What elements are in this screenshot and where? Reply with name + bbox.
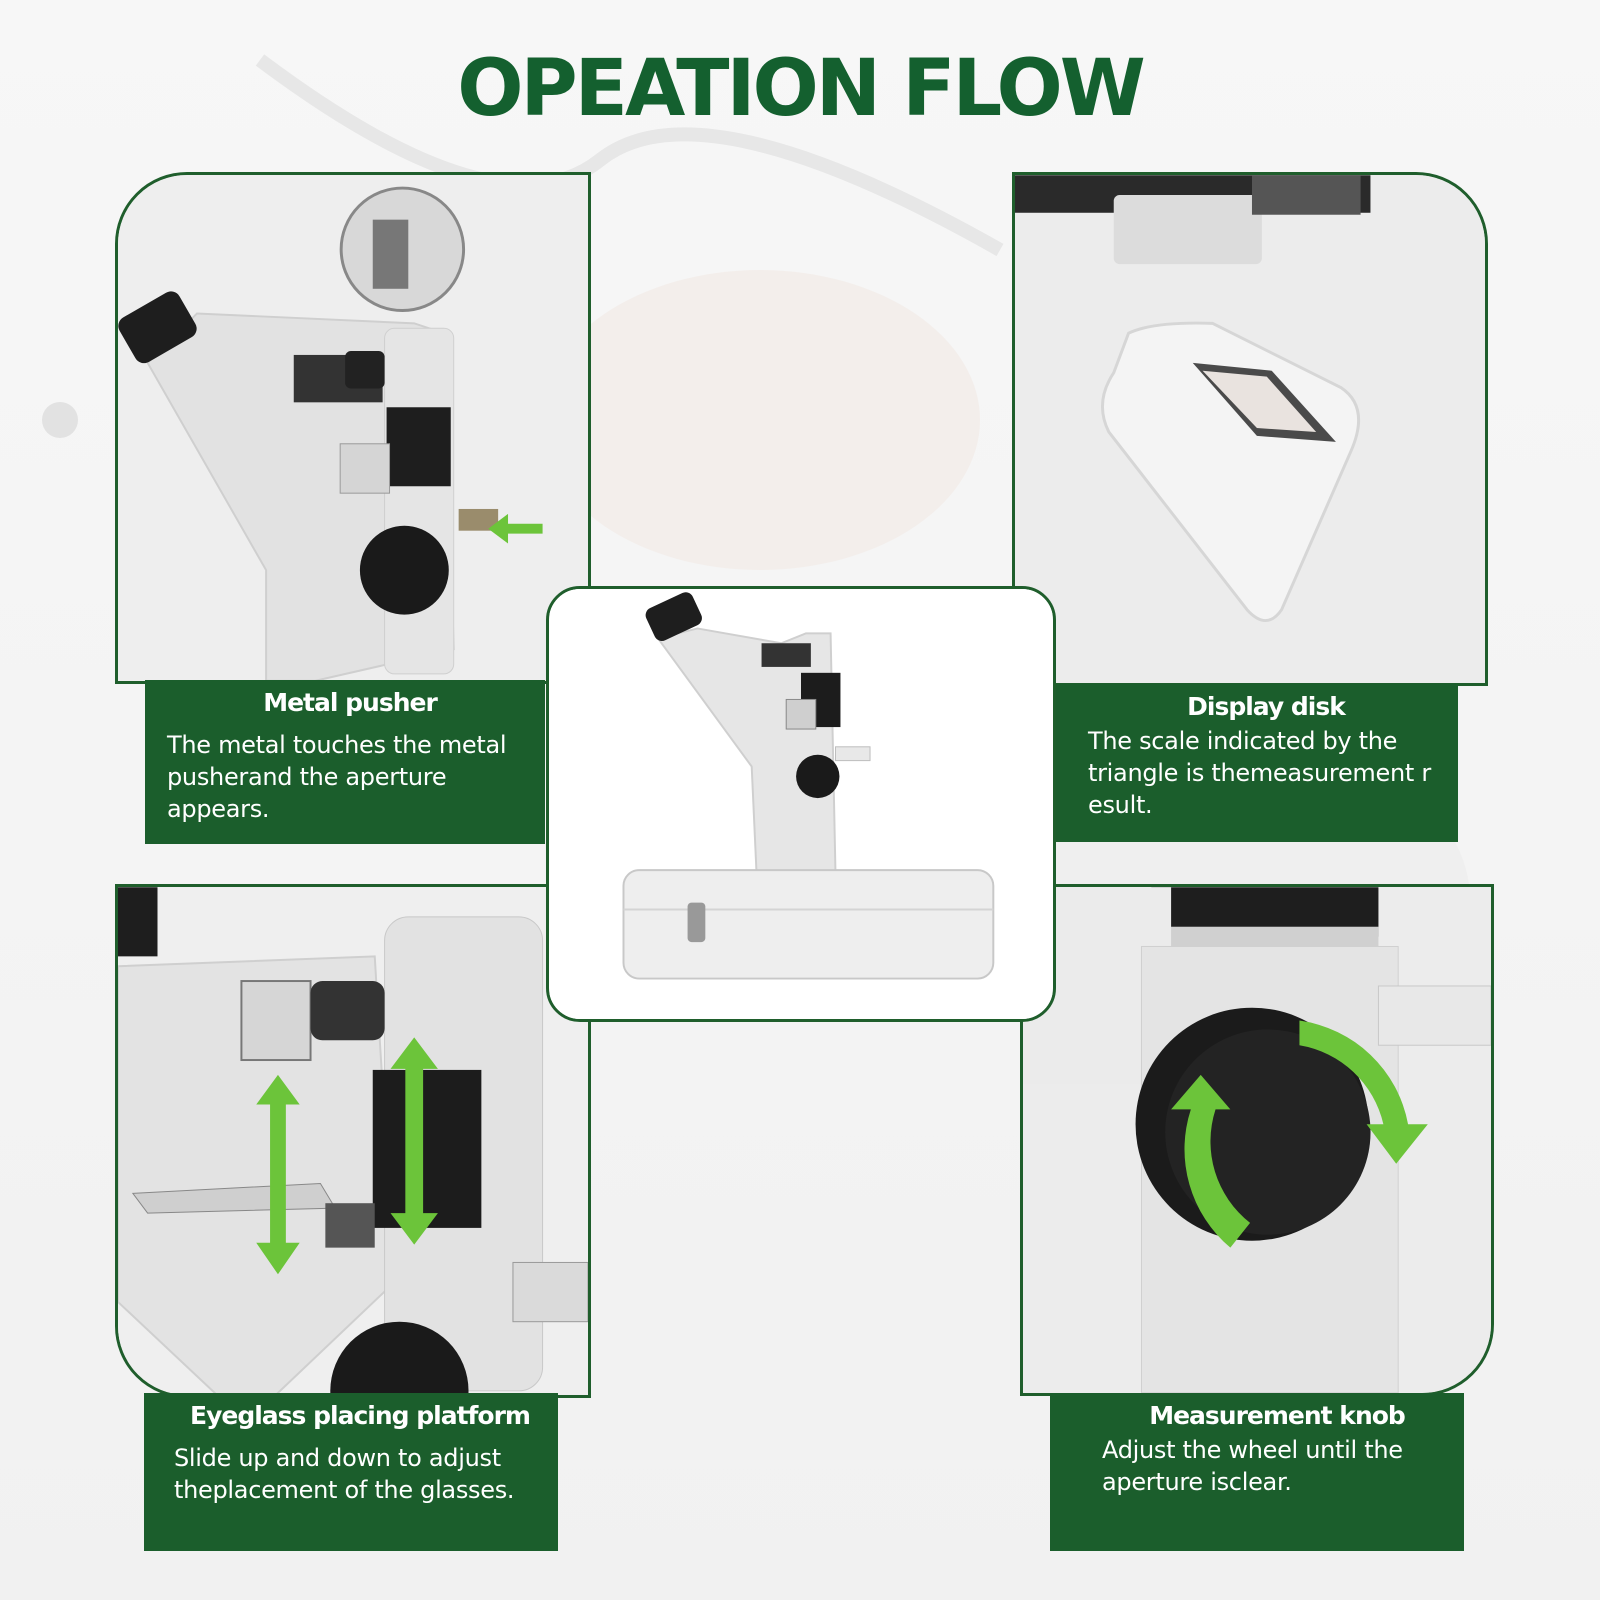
rotate-arrows-icon: [1171, 1020, 1428, 1248]
caption-title: Display disk: [1187, 692, 1346, 721]
metal-pusher-photo: [115, 172, 591, 684]
caption-title: Eyeglass placing platform: [190, 1401, 531, 1430]
display-disk-photo: [1012, 172, 1488, 686]
caption-description: The scale indicated by the triangle is t…: [1088, 727, 1431, 819]
eyeglass-platform-illustration: [118, 887, 588, 1395]
measurement-knob-caption: Measurement knob Adjust the wheel until …: [1050, 1393, 1464, 1551]
caption-title: Measurement knob: [1149, 1401, 1406, 1430]
caption-description: Slide up and down to adjust theplacement…: [174, 1444, 515, 1504]
measurement-knob-photo: [1020, 884, 1494, 1396]
display-disk-illustration: [1015, 175, 1485, 683]
arrow-up-down-icon: [256, 1037, 438, 1275]
caption-title: Metal pusher: [263, 688, 438, 717]
page-title: OPEATION FLOW: [457, 44, 1146, 134]
lensmeter-overview-photo: [546, 586, 1056, 1022]
lensmeter-illustration: [549, 589, 1053, 1019]
lensmeter-closeup-illustration: [118, 175, 588, 681]
caption-description: The metal touches the metal pusherand th…: [167, 731, 507, 823]
eyeglass-platform-caption: Eyeglass placing platform Slide up and d…: [144, 1393, 558, 1551]
arrow-left-icon: [488, 513, 543, 544]
metal-pusher-caption: Metal pusher The metal touches the metal…: [145, 680, 545, 844]
caption-description: Adjust the wheel until the aperture iscl…: [1102, 1436, 1403, 1496]
eyeglass-platform-photo: [115, 884, 591, 1398]
display-disk-caption: Display disk The scale indicated by the …: [1050, 684, 1458, 842]
